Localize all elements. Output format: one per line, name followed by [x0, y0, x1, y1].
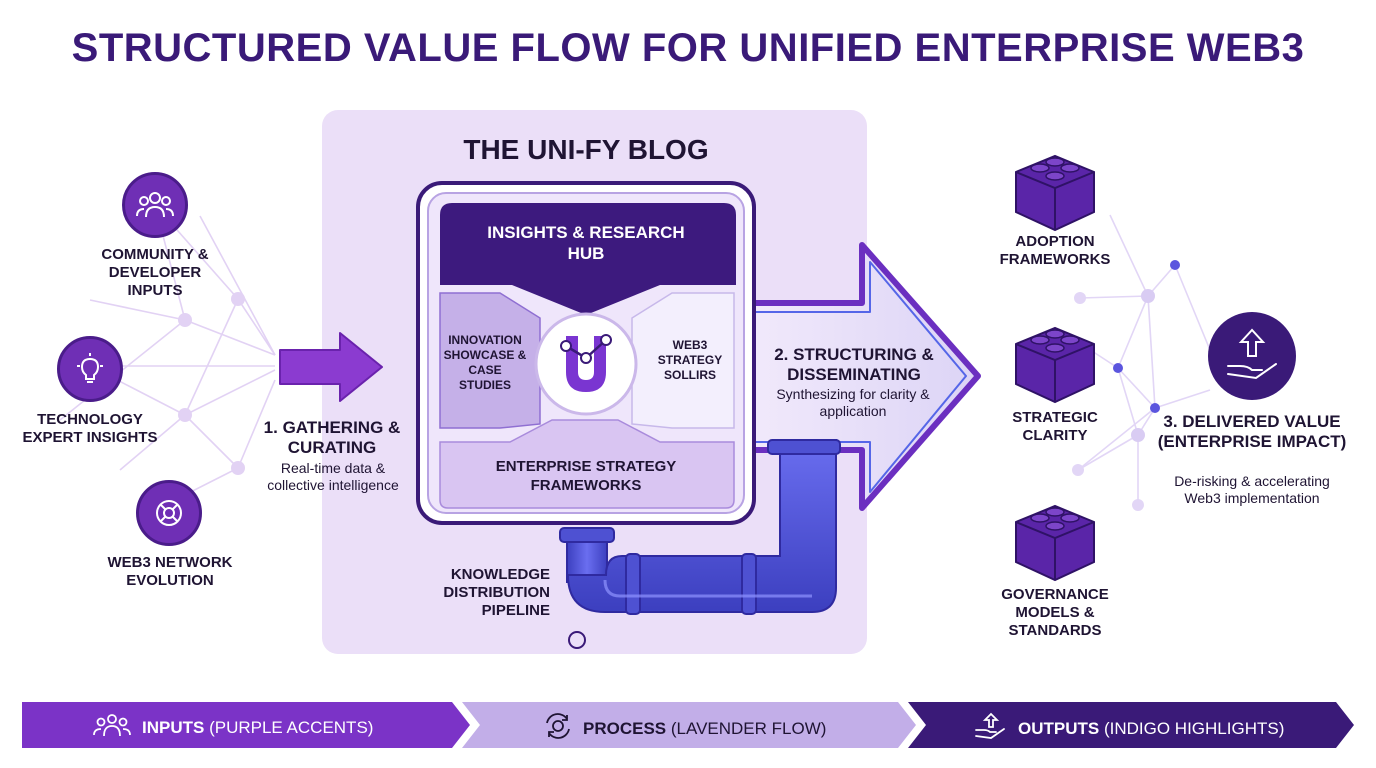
- block-icon-1: [1015, 154, 1095, 232]
- block-icon-3: [1015, 504, 1095, 582]
- output-label-adoption: ADOPTION FRAMEWORKS: [999, 233, 1111, 268]
- blog-title: THE UNI-FY BLOG: [463, 134, 709, 165]
- legend-inputs-rest: (PURPLE ACCENTS): [209, 717, 374, 737]
- pipeline-label: KNOWLEDGE DISTRIBUTION PIPELINE: [443, 566, 550, 619]
- right-tile-shape: [631, 292, 735, 429]
- gear-cycle-icon: [543, 712, 573, 745]
- input-label-web3: WEB3 NETWORK EVOLUTION: [107, 554, 233, 589]
- legend-outputs: OUTPUTS (INDIGO HIGHLIGHTS): [974, 712, 1284, 745]
- input-label-technology: TECHNOLOGY EXPERT INSIGHTS: [22, 411, 158, 446]
- knowledge-pipeline-graphic: [559, 439, 841, 615]
- output-label-governance: GOVERNANCE MODELS & STANDARDS: [1001, 586, 1109, 639]
- gathering-sub: Real-time data & collective intelligence: [267, 460, 399, 493]
- hub-tile: [440, 203, 736, 315]
- page-title: STRUCTURED VALUE FLOW FOR UNIFIED ENTERP…: [71, 26, 1305, 70]
- block-icon-2: [1015, 326, 1095, 404]
- legend-inputs: INPUTS (PURPLE ACCENTS): [92, 712, 373, 743]
- gathering-arrow: [279, 332, 383, 402]
- structuring-label: 2. STRUCTURING & DISSEMINATING: [774, 345, 934, 384]
- left-tile-shape: [439, 292, 541, 429]
- frameworks-tile-label: ENTERPRISE STRATEGY FRAMEWORKS: [495, 458, 677, 494]
- legend-process-rest: (LAVENDER FLOW): [670, 718, 827, 738]
- bottom-tile-shape: [439, 419, 735, 509]
- bar-segment-inputs: [22, 702, 470, 748]
- unify-logo-icon: [560, 334, 612, 392]
- left-network-nodes: [178, 292, 245, 475]
- bar-segment-process: [462, 702, 916, 748]
- legend-outputs-bold: OUTPUTS: [1018, 718, 1100, 738]
- strategy-tile-label: WEB3 STRATEGY SOLLIRS: [657, 338, 723, 382]
- delivered-sub: De-risking & accelerating Web3 implement…: [1174, 473, 1330, 506]
- bar-segment-outputs: [908, 702, 1354, 748]
- hub-label: INSIGHTS & RESEARCH HUB: [487, 223, 685, 263]
- input-label-community: COMMUNITY & DEVELOPER INPUTS: [101, 246, 209, 299]
- legend-inputs-bold: INPUTS: [142, 717, 205, 737]
- people-icon: [122, 172, 188, 238]
- hand-growth-icon: [974, 712, 1008, 745]
- right-network-nodes: [1072, 260, 1180, 511]
- gathering-label: 1. GATHERING & CURATING: [263, 418, 401, 457]
- pipeline-gear-icon: [568, 631, 586, 649]
- people-icon: [92, 712, 132, 743]
- output-label-clarity: STRATEGIC CLARITY: [1012, 409, 1098, 444]
- legend-process-bold: PROCESS: [583, 718, 667, 738]
- delivered-label: 3. DELIVERED VALUE (ENTERPRISE IMPACT): [1157, 412, 1347, 451]
- hand-growth-icon: [1208, 312, 1296, 400]
- structuring-sub: Synthesizing for clarity & application: [776, 386, 930, 419]
- legend-process: PROCESS (LAVENDER FLOW): [543, 712, 826, 745]
- lightbulb-icon: [57, 336, 123, 402]
- innovation-tile-label: INNOVATION SHOWCASE & CASE STUDIES: [443, 333, 527, 392]
- network-icon: [136, 480, 202, 546]
- legend-outputs-rest: (INDIGO HIGHLIGHTS): [1103, 718, 1285, 738]
